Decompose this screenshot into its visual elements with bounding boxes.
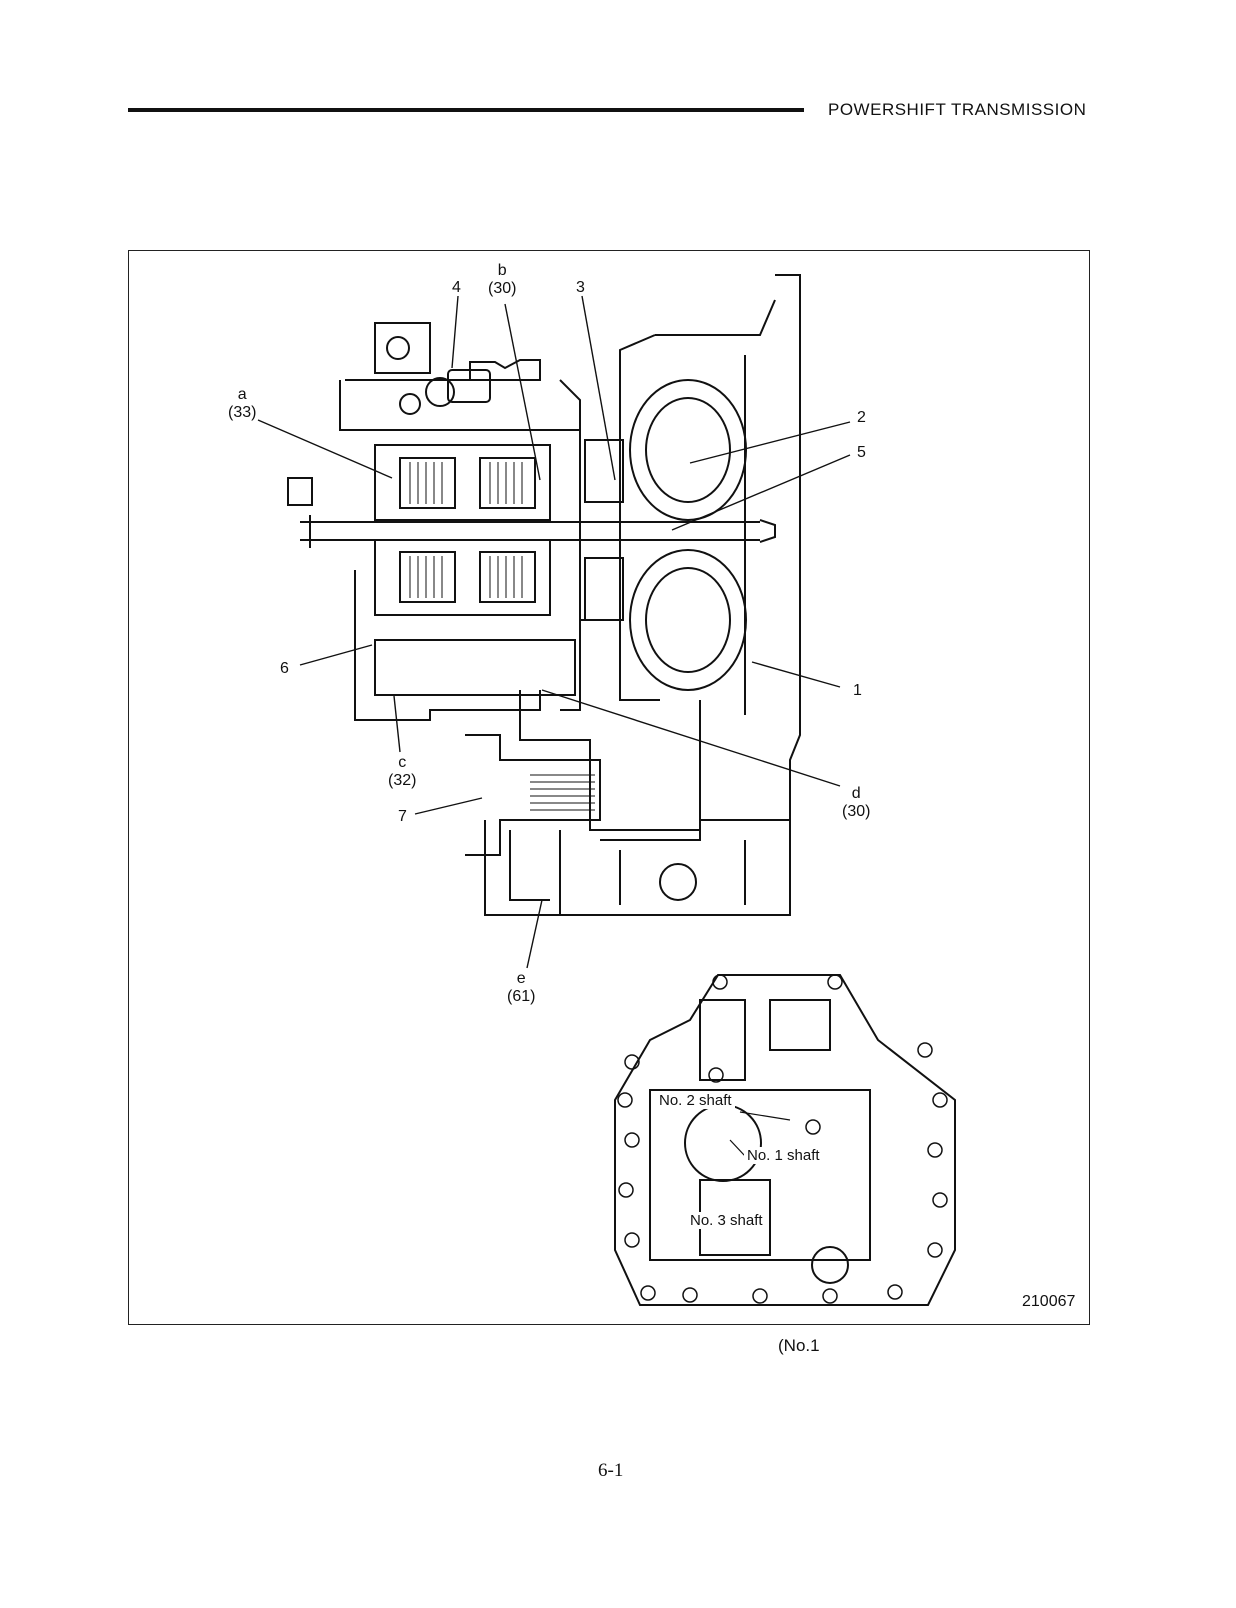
callout-e: e (61) <box>507 970 535 1006</box>
callout-d-letter: d <box>851 785 861 802</box>
header-rule <box>128 108 804 112</box>
inset-label-no1-shaft: No. 1 shaft <box>744 1147 823 1164</box>
callout-e-value: (61) <box>507 988 536 1005</box>
callout-a-value: (33) <box>228 404 257 421</box>
page-number: 6-1 <box>598 1460 624 1481</box>
figure-frame <box>128 250 1090 1325</box>
callout-d-value: (30) <box>842 803 871 820</box>
callout-b-letter: b <box>497 262 507 279</box>
callout-a-letter: a <box>237 386 247 403</box>
callout-4: 4 <box>452 279 461 296</box>
callout-7: 7 <box>398 808 407 825</box>
callout-c-letter: c <box>398 754 407 771</box>
callout-b-value: (30) <box>488 280 517 297</box>
inset-label-no3-shaft: No. 3 shaft <box>687 1212 766 1229</box>
page-header-title: POWERSHIFT TRANSMISSION <box>828 100 1087 119</box>
figure-caption: (No.1 <box>778 1336 820 1355</box>
callout-c: c (32) <box>388 754 416 790</box>
figure-id: 210067 <box>1022 1293 1076 1310</box>
inset-label-no2-shaft: No. 2 shaft <box>656 1092 735 1109</box>
callout-d: d (30) <box>842 785 870 821</box>
callout-5: 5 <box>857 444 866 461</box>
callout-c-value: (32) <box>388 772 417 789</box>
callout-2: 2 <box>857 409 866 426</box>
callout-e-letter: e <box>516 970 526 987</box>
callout-3: 3 <box>576 279 585 296</box>
callout-6: 6 <box>280 660 289 677</box>
callout-a: a (33) <box>228 386 256 422</box>
callout-b: b (30) <box>488 262 516 298</box>
callout-1: 1 <box>853 682 862 699</box>
